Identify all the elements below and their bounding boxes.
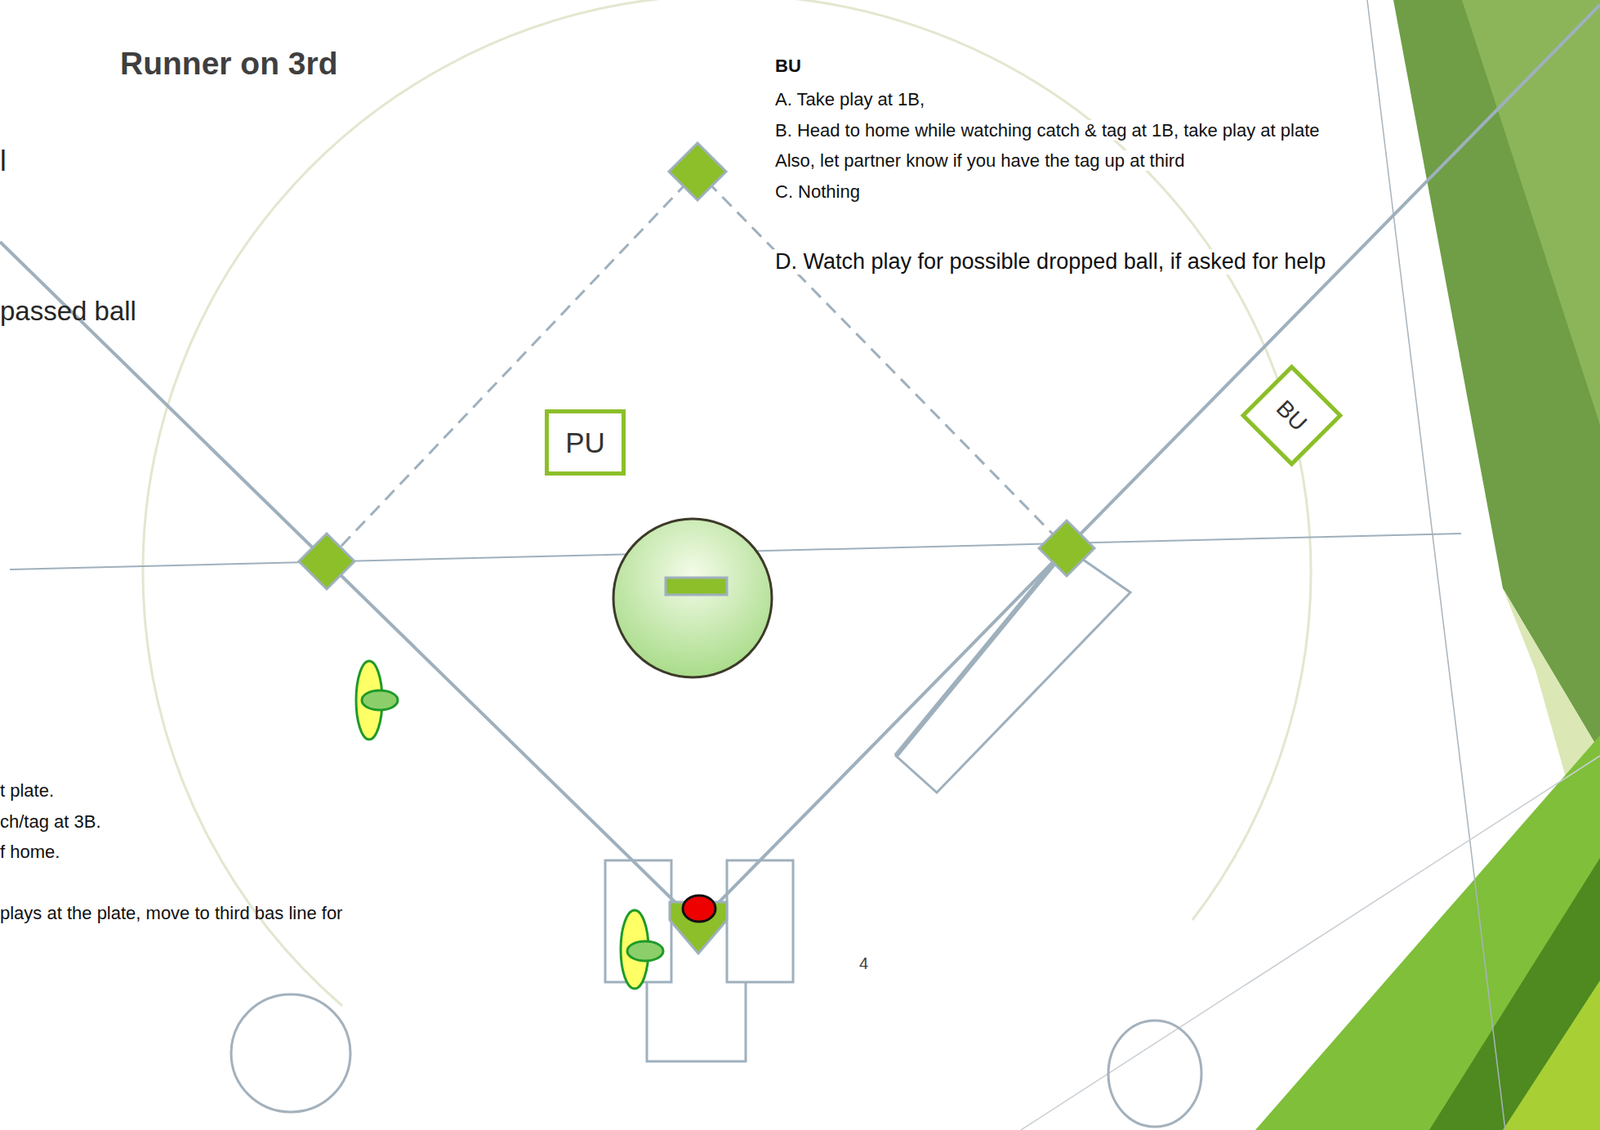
decor-line xyxy=(1020,755,1600,1130)
instruction-line: Also, let partner know if you have the t… xyxy=(772,150,1187,171)
instruction-line: C. Nothing xyxy=(772,181,863,202)
first-base xyxy=(1038,520,1095,576)
slide-decoration xyxy=(1429,857,1600,1130)
slide-title: Runner on 3rd xyxy=(120,45,339,83)
foul-line xyxy=(0,4,1600,924)
slide-decoration xyxy=(1393,0,1600,752)
slide-decoration xyxy=(1255,735,1600,1130)
slide-decoration xyxy=(1461,0,1600,425)
on-deck-circle xyxy=(231,993,351,1112)
pitchers-mound xyxy=(613,518,772,678)
slide-decoration xyxy=(1502,980,1600,1130)
node-label: PU xyxy=(565,426,606,460)
note-fragment: f home. xyxy=(0,841,60,862)
third-base xyxy=(298,533,355,589)
node-label: BU xyxy=(1270,394,1312,436)
catchers-box xyxy=(646,981,746,1061)
outfield-arc xyxy=(142,0,1311,1006)
pitchers-rubber xyxy=(665,577,727,595)
player-marker xyxy=(627,940,664,961)
instruction-line: B. Head to home while watching catch & t… xyxy=(772,120,1323,141)
running-lane xyxy=(895,548,1131,793)
note-fragment: ch/tag at 3B. xyxy=(0,811,102,832)
running-lane xyxy=(895,548,1067,756)
instruction-line: A. Take play at 1B, xyxy=(772,89,928,110)
note-fragment: passed ball xyxy=(0,295,137,327)
on-deck-circle xyxy=(1108,1020,1202,1127)
page-number: 4 xyxy=(859,953,869,973)
umpire-box: PU xyxy=(544,409,626,476)
player-marker xyxy=(361,690,398,710)
umpire-diamond: BU xyxy=(1240,364,1344,468)
section-heading: BU xyxy=(772,55,804,76)
note-fragment: l xyxy=(0,144,7,178)
base-path xyxy=(326,171,1067,562)
second-base xyxy=(668,142,727,201)
runner-marker xyxy=(682,895,716,922)
note-fragment: t plate. xyxy=(0,779,54,801)
instruction-line: D. Watch play for possible dropped ball,… xyxy=(772,249,1329,275)
note-fragment: plays at the plate, move to third bas li… xyxy=(0,902,343,923)
batters-box xyxy=(726,860,794,982)
